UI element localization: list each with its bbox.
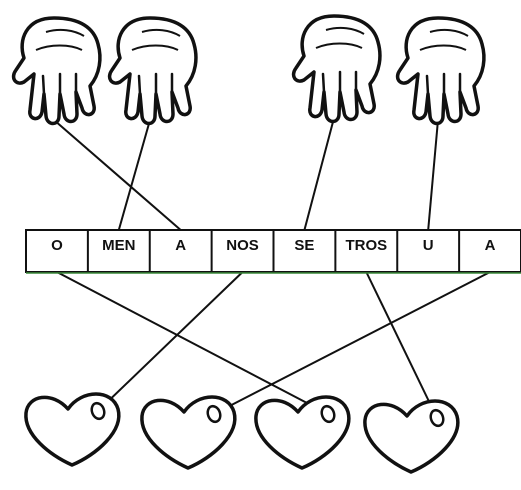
syllable-strip: O MEN A NOS SE TROS U A <box>26 230 521 273</box>
hand-connection-line <box>428 120 438 230</box>
heart-3-icon <box>256 397 349 468</box>
syllable-label: NOS <box>226 237 259 254</box>
syllable-label: A <box>485 237 496 254</box>
heart-1-icon <box>26 394 119 465</box>
hand-connection-line <box>54 120 181 230</box>
hand-2-icon <box>110 18 196 124</box>
heart-connection-line <box>366 272 437 418</box>
hand-connection-line <box>304 118 334 230</box>
hand-1-icon <box>14 18 100 124</box>
hands <box>14 16 484 124</box>
heart-2-icon <box>142 397 235 468</box>
syllable-label: A <box>175 237 186 254</box>
syllable-label: MEN <box>102 237 135 254</box>
hand-3-icon <box>294 16 380 122</box>
syllable-label: SE <box>294 237 314 254</box>
syllable-label: U <box>423 237 434 254</box>
hand-4-icon <box>398 18 484 124</box>
heart-connection-line <box>214 272 490 414</box>
syllable-label: O <box>51 237 63 254</box>
hand-connection-line <box>119 120 150 230</box>
syllable-label: TROS <box>345 237 387 254</box>
hearts <box>26 394 458 472</box>
heart-connection-line <box>98 272 243 411</box>
heart-4-icon <box>365 401 458 472</box>
